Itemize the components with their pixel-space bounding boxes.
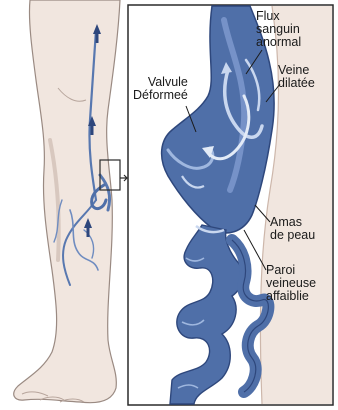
label-abnormal-flow: Flux sanguin anormal: [256, 10, 301, 49]
callout-pointer-icon: [120, 175, 127, 181]
label-weakened-wall: Paroi veineuse affaiblie: [266, 264, 316, 303]
label-deformed-valve: Valvule Déformeé: [133, 76, 188, 102]
label-skin-mass: Amas de peau: [270, 216, 315, 242]
label-dilated-vein: Veine dilatée: [278, 64, 315, 90]
leg: [14, 0, 127, 403]
